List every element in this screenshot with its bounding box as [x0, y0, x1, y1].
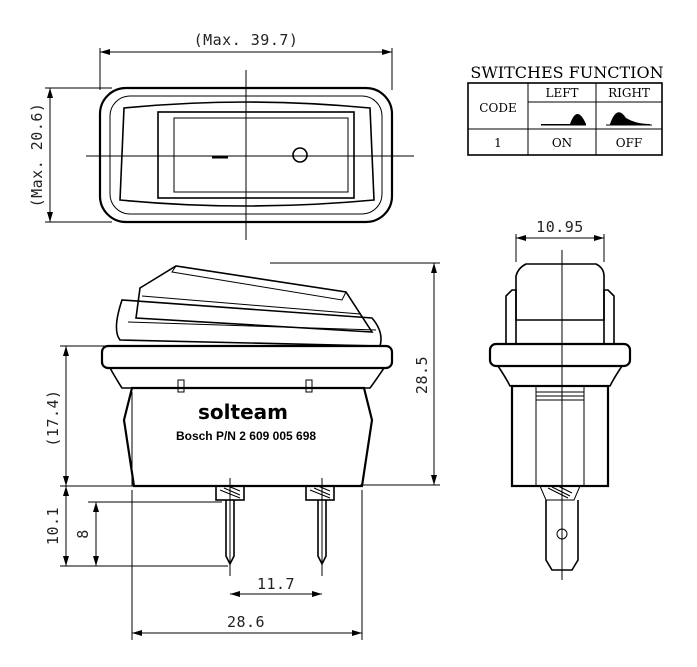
dim-depth: 10.95 [536, 218, 584, 236]
terminal-base-right [305, 485, 335, 501]
rocker-frame [157, 111, 355, 199]
table-title: SWITCHES FUNCTION [470, 63, 663, 82]
side-rocker [515, 263, 605, 321]
side-terminal-base [539, 485, 581, 501]
top-view: (Max. 39.7) (Max. 20.6) [28, 31, 414, 240]
dimension-arrows [516, 235, 604, 241]
rocker-face [173, 117, 349, 193]
side-body [510, 384, 610, 488]
clip-right [305, 379, 313, 393]
side-ribs [536, 391, 584, 401]
header-code: CODE [479, 101, 516, 115]
header-right: RIGHT [608, 86, 650, 100]
dim-terminal-length: 10.1 [44, 507, 62, 545]
dim-terminal-short: 8 [74, 529, 92, 539]
rocker-right-icon [610, 112, 650, 125]
header-left: LEFT [545, 86, 578, 100]
seal-line [127, 321, 377, 331]
front-view: 28.5 solteam Bosch P/N 2 609 005 698 (17… [44, 262, 440, 640]
flange-lower [109, 367, 385, 389]
dim-total-height: 28.5 [413, 356, 431, 394]
brand-logo: solteam [198, 400, 288, 424]
side-seal-right [603, 289, 615, 345]
side-terminal-hatch [547, 485, 573, 499]
side-flange-lower [497, 365, 623, 387]
dim-body-width: 28.6 [227, 613, 265, 631]
side-flange [488, 342, 632, 368]
flange [100, 344, 394, 370]
rocker-left-icon [541, 114, 586, 125]
switch-body [122, 386, 374, 488]
part-number: Bosch P/N 2 609 005 698 [176, 429, 316, 443]
clip-left [177, 379, 185, 393]
side-view: 10.95 [488, 218, 632, 580]
dim-pin-spacing: 11.7 [257, 575, 295, 593]
row-code: 1 [494, 136, 502, 150]
rocker-cap-line [141, 295, 373, 333]
rocker-cap-edge [171, 265, 347, 301]
side-seal-left [505, 289, 517, 345]
dim-body-height: (17.4) [44, 389, 62, 446]
dim-height-max: (Max. 20.6) [28, 103, 46, 208]
off-symbol [292, 147, 308, 163]
table-border [467, 82, 663, 156]
switches-function-table: SWITCHES FUNCTION CODE LEFT RIGHT 1 ON O… [467, 63, 664, 156]
dim-width-max: (Max. 39.7) [194, 31, 299, 49]
top-bezel [119, 101, 375, 207]
row-right: OFF [616, 136, 643, 150]
terminal-hatch [309, 485, 331, 499]
row-left: ON [552, 136, 572, 150]
dimension-arrows [230, 591, 322, 597]
rocker-cap [135, 265, 374, 333]
